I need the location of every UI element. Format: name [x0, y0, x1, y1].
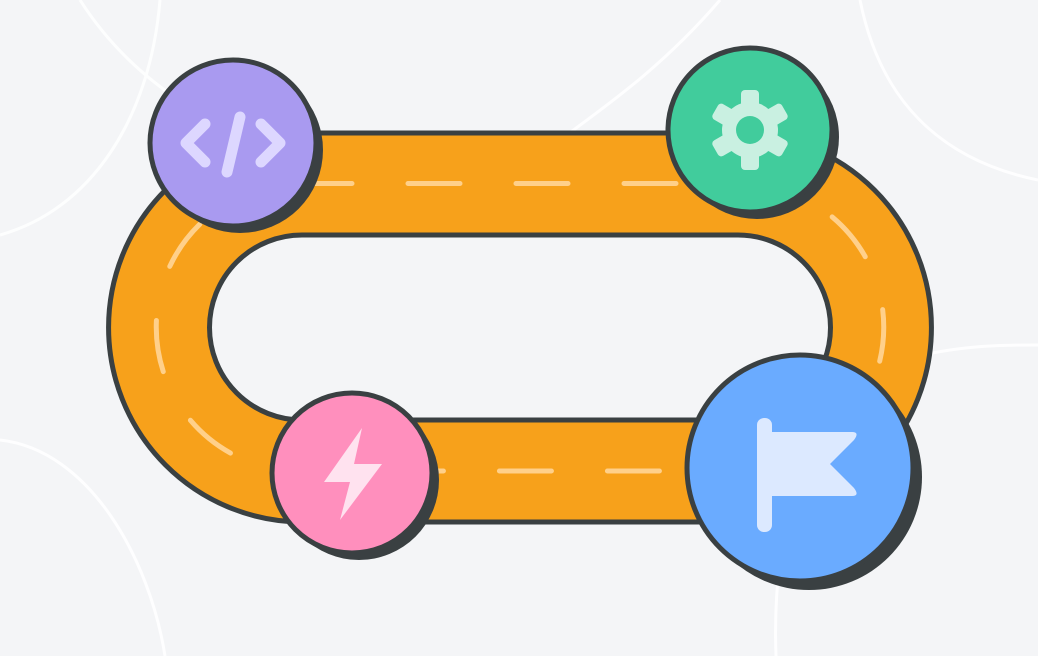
gear-icon: [712, 90, 788, 170]
flag-badge: [684, 352, 922, 590]
lightning-icon: [324, 428, 382, 520]
code-badge: [147, 57, 323, 233]
flag-icon: [757, 418, 857, 532]
settings-badge: [665, 45, 839, 219]
lightning-badge: [269, 390, 439, 560]
code-icon: [180, 111, 286, 178]
